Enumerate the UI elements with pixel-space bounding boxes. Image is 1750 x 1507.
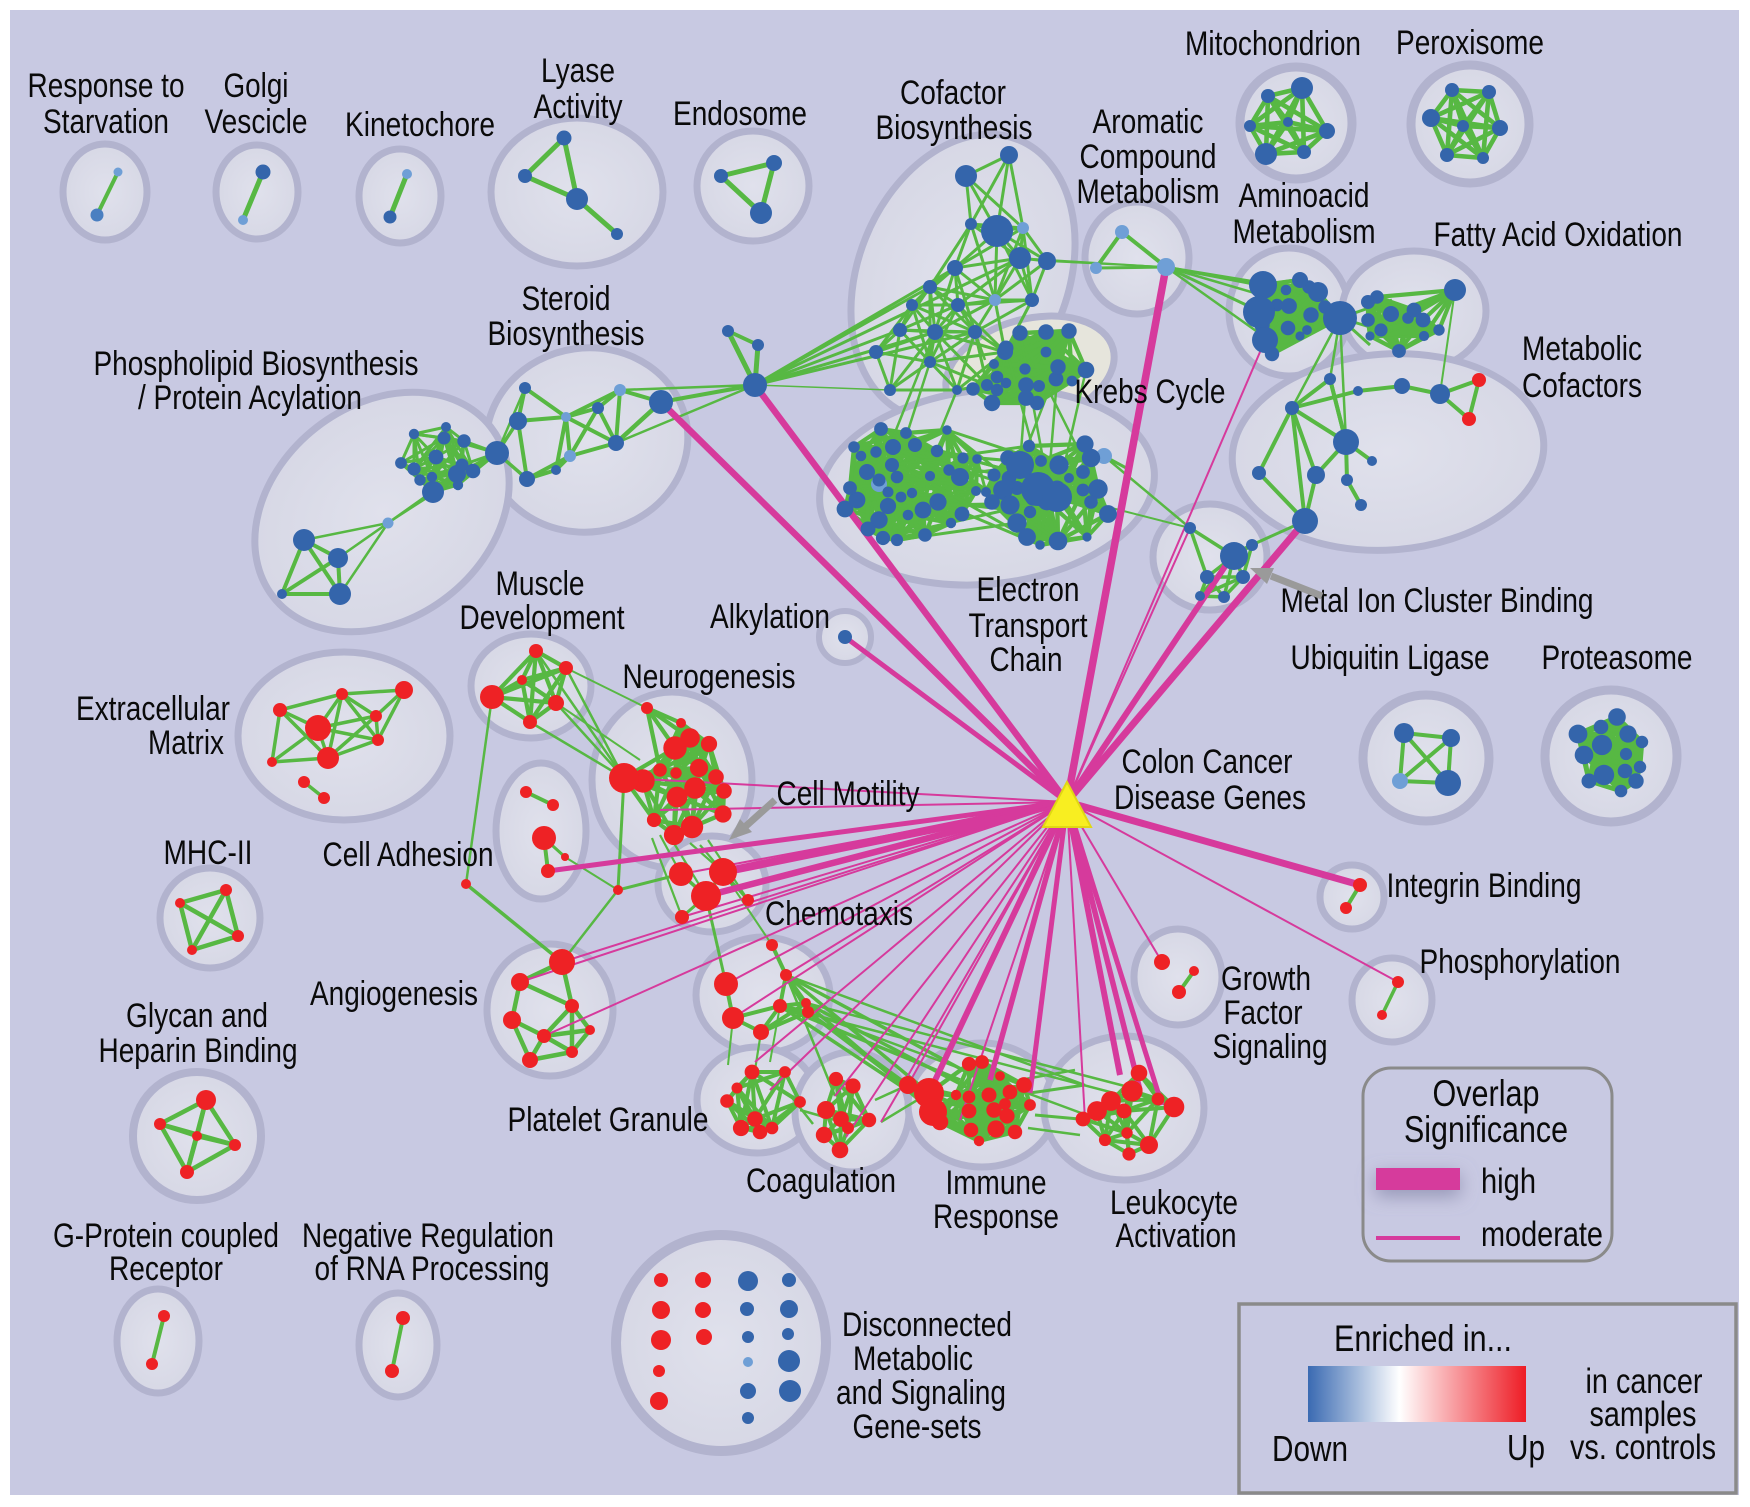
svg-text:Matrix: Matrix: [148, 724, 224, 762]
svg-text:Aminoacid: Aminoacid: [1239, 177, 1370, 215]
svg-text:samples: samples: [1590, 1395, 1697, 1434]
svg-text:/ Protein Acylation: / Protein Acylation: [138, 379, 362, 417]
svg-text:Cell Adhesion: Cell Adhesion: [323, 836, 494, 874]
svg-text:Starvation: Starvation: [43, 103, 169, 141]
svg-text:Activity: Activity: [534, 88, 623, 126]
svg-text:Growth: Growth: [1221, 960, 1311, 998]
svg-text:Phospholipid Biosynthesis: Phospholipid Biosynthesis: [94, 345, 419, 383]
svg-text:Receptor: Receptor: [109, 1250, 223, 1288]
svg-text:Biosynthesis: Biosynthesis: [876, 109, 1033, 147]
svg-text:Chain: Chain: [990, 641, 1063, 679]
svg-text:Krebs Cycle: Krebs Cycle: [1075, 373, 1226, 411]
svg-text:Down: Down: [1272, 1428, 1348, 1469]
svg-text:Cell Motility: Cell Motility: [777, 775, 920, 813]
svg-text:Chemotaxis: Chemotaxis: [765, 895, 913, 933]
svg-text:Kinetochore: Kinetochore: [345, 106, 495, 144]
svg-text:Alkylation: Alkylation: [710, 598, 830, 636]
svg-text:Overlap: Overlap: [1433, 1073, 1540, 1114]
svg-text:Ubiquitin Ligase: Ubiquitin Ligase: [1291, 639, 1490, 677]
svg-text:Glycan and: Glycan and: [126, 997, 268, 1035]
svg-text:Cofactors: Cofactors: [1522, 367, 1642, 405]
svg-text:Metabolic: Metabolic: [1522, 330, 1642, 368]
svg-text:Metabolism: Metabolism: [1233, 213, 1376, 251]
svg-text:Extracellular: Extracellular: [76, 690, 230, 728]
svg-text:Enriched in...: Enriched in...: [1334, 1318, 1512, 1359]
svg-text:Golgi: Golgi: [224, 67, 289, 105]
svg-text:Signaling: Signaling: [1213, 1028, 1328, 1066]
svg-text:G-Protein coupled: G-Protein coupled: [53, 1217, 279, 1255]
svg-text:Electron: Electron: [977, 571, 1080, 609]
svg-text:Leukocyte: Leukocyte: [1110, 1184, 1238, 1222]
svg-text:Immune: Immune: [946, 1164, 1047, 1202]
svg-text:Neurogenesis: Neurogenesis: [623, 658, 796, 696]
svg-text:Muscle: Muscle: [496, 565, 585, 603]
svg-text:Cofactor: Cofactor: [900, 74, 1006, 112]
svg-text:Proteasome: Proteasome: [1542, 639, 1693, 677]
svg-text:Steroid: Steroid: [522, 280, 611, 318]
svg-text:Mitochondrion: Mitochondrion: [1185, 25, 1361, 63]
svg-text:Disease Genes: Disease Genes: [1114, 779, 1306, 817]
svg-text:in cancer: in cancer: [1586, 1362, 1703, 1401]
svg-text:Heparin Binding: Heparin Binding: [99, 1032, 298, 1070]
svg-text:Vescicle: Vescicle: [205, 103, 308, 141]
svg-text:Endosome: Endosome: [673, 95, 807, 133]
svg-text:Metal Ion Cluster Binding: Metal Ion Cluster Binding: [1281, 582, 1594, 620]
svg-text:high: high: [1481, 1162, 1536, 1201]
svg-text:of RNA Processing: of RNA Processing: [315, 1250, 550, 1288]
svg-text:Negative Regulation: Negative Regulation: [302, 1217, 554, 1255]
svg-text:Compound: Compound: [1080, 138, 1217, 176]
svg-text:vs. controls: vs. controls: [1570, 1428, 1716, 1467]
svg-text:and Signaling: and Signaling: [836, 1374, 1006, 1412]
svg-text:Angiogenesis: Angiogenesis: [310, 975, 478, 1013]
svg-text:Colon Cancer: Colon Cancer: [1122, 743, 1293, 781]
svg-text:Platelet Granule: Platelet Granule: [508, 1101, 709, 1139]
svg-text:Lyase: Lyase: [541, 52, 615, 90]
svg-text:MHC-II: MHC-II: [164, 834, 253, 872]
svg-text:Coagulation: Coagulation: [746, 1162, 896, 1200]
svg-text:Biosynthesis: Biosynthesis: [488, 315, 645, 353]
svg-text:Response: Response: [933, 1198, 1059, 1236]
svg-text:Up: Up: [1507, 1427, 1545, 1468]
svg-text:Metabolic: Metabolic: [853, 1340, 973, 1378]
svg-text:Factor: Factor: [1224, 994, 1303, 1032]
svg-text:Gene-sets: Gene-sets: [853, 1408, 982, 1446]
svg-text:Peroxisome: Peroxisome: [1396, 24, 1544, 62]
svg-text:Significance: Significance: [1404, 1109, 1568, 1150]
svg-text:Development: Development: [460, 599, 625, 637]
svg-text:moderate: moderate: [1481, 1215, 1603, 1254]
svg-text:Disconnected: Disconnected: [842, 1306, 1012, 1344]
svg-text:Metabolism: Metabolism: [1077, 173, 1220, 211]
svg-text:Integrin Binding: Integrin Binding: [1387, 867, 1582, 905]
svg-text:Aromatic: Aromatic: [1093, 103, 1204, 141]
svg-text:Response to: Response to: [28, 67, 185, 105]
svg-text:Phosphorylation: Phosphorylation: [1420, 943, 1621, 981]
svg-text:Activation: Activation: [1116, 1217, 1237, 1255]
svg-text:Transport: Transport: [969, 607, 1088, 645]
svg-text:Fatty Acid Oxidation: Fatty Acid Oxidation: [1434, 216, 1683, 254]
